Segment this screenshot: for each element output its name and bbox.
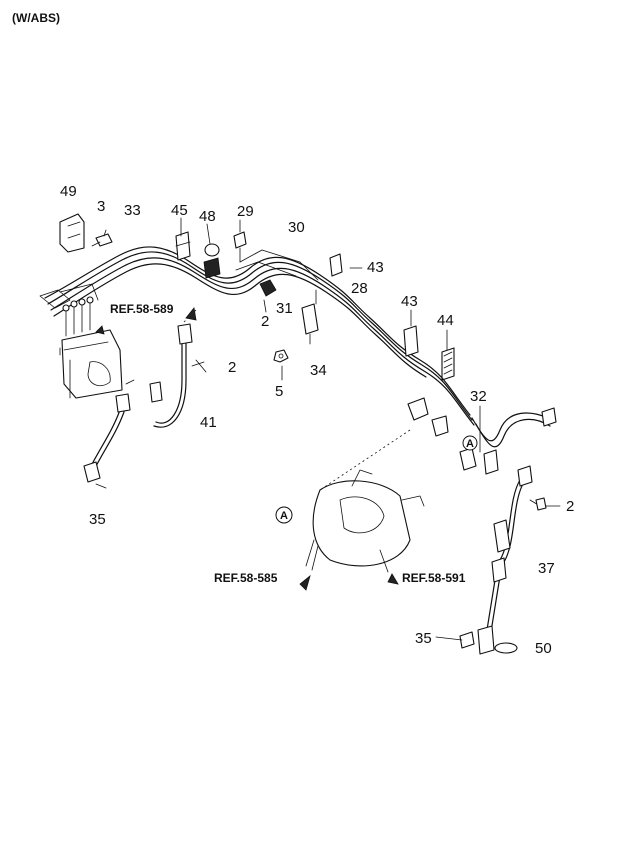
callout-3: 3 [97,198,105,215]
callout-2-center: 2 [261,313,269,330]
bracket-49 [59,213,85,253]
brake-tube-right-32 [407,397,557,475]
callout-33: 33 [124,202,141,219]
callout-30: 30 [288,219,305,236]
callout-28: 28 [351,280,368,297]
callout-41: 41 [200,414,217,431]
callout-2-left: 2 [228,359,236,376]
brake-caliper-detail [183,309,425,591]
spring-44 [441,347,455,381]
callout-44: 44 [437,312,454,329]
ref-label-58-589: REF.58-589 [110,302,174,316]
callout-43-upper: 43 [367,259,384,276]
callout-50: 50 [535,640,552,657]
detail-marker-a-lower: A [275,506,293,524]
diagram-header: (W/ABS) [12,11,60,25]
fitting-31 [301,289,319,345]
ref-arrow-589 [185,307,197,321]
fitting-29 [233,231,247,263]
callout-2-right: 2 [566,498,574,515]
bolt-3 [91,233,113,247]
grommet-48 [203,243,221,279]
abs-hydraulic-unit [59,296,123,399]
callout-29: 29 [237,203,254,220]
callout-49: 49 [60,183,77,200]
callout-35-right: 35 [415,630,432,647]
brake-hose-41 [149,323,207,428]
svg-text:A: A [280,510,288,522]
callout-45: 45 [171,202,188,219]
clip-50 [494,642,518,654]
callout-48: 48 [199,208,216,225]
detail-marker-a-upper: A [462,435,478,451]
callout-43-lower: 43 [401,293,418,310]
brake-hose-35-left [83,379,135,489]
callout-32: 32 [470,388,487,405]
svg-text:A: A [466,438,474,450]
brake-hose-35-right [459,557,507,655]
callout-31: 31 [276,300,293,317]
leader-lines [103,217,561,641]
clip-45 [175,231,191,261]
clip-43-lower [403,325,419,357]
clip-43-upper [329,253,343,277]
ref-label-58-585: REF.58-585 [214,571,278,585]
callout-37: 37 [538,560,555,577]
nut-2-center [259,279,277,297]
callout-5: 5 [275,383,283,400]
nut-5 [273,349,289,363]
callout-35-left: 35 [89,511,106,528]
ref-label-58-591: REF.58-591 [402,571,466,585]
brake-hose-37 [493,465,547,563]
callout-34: 34 [310,362,327,379]
